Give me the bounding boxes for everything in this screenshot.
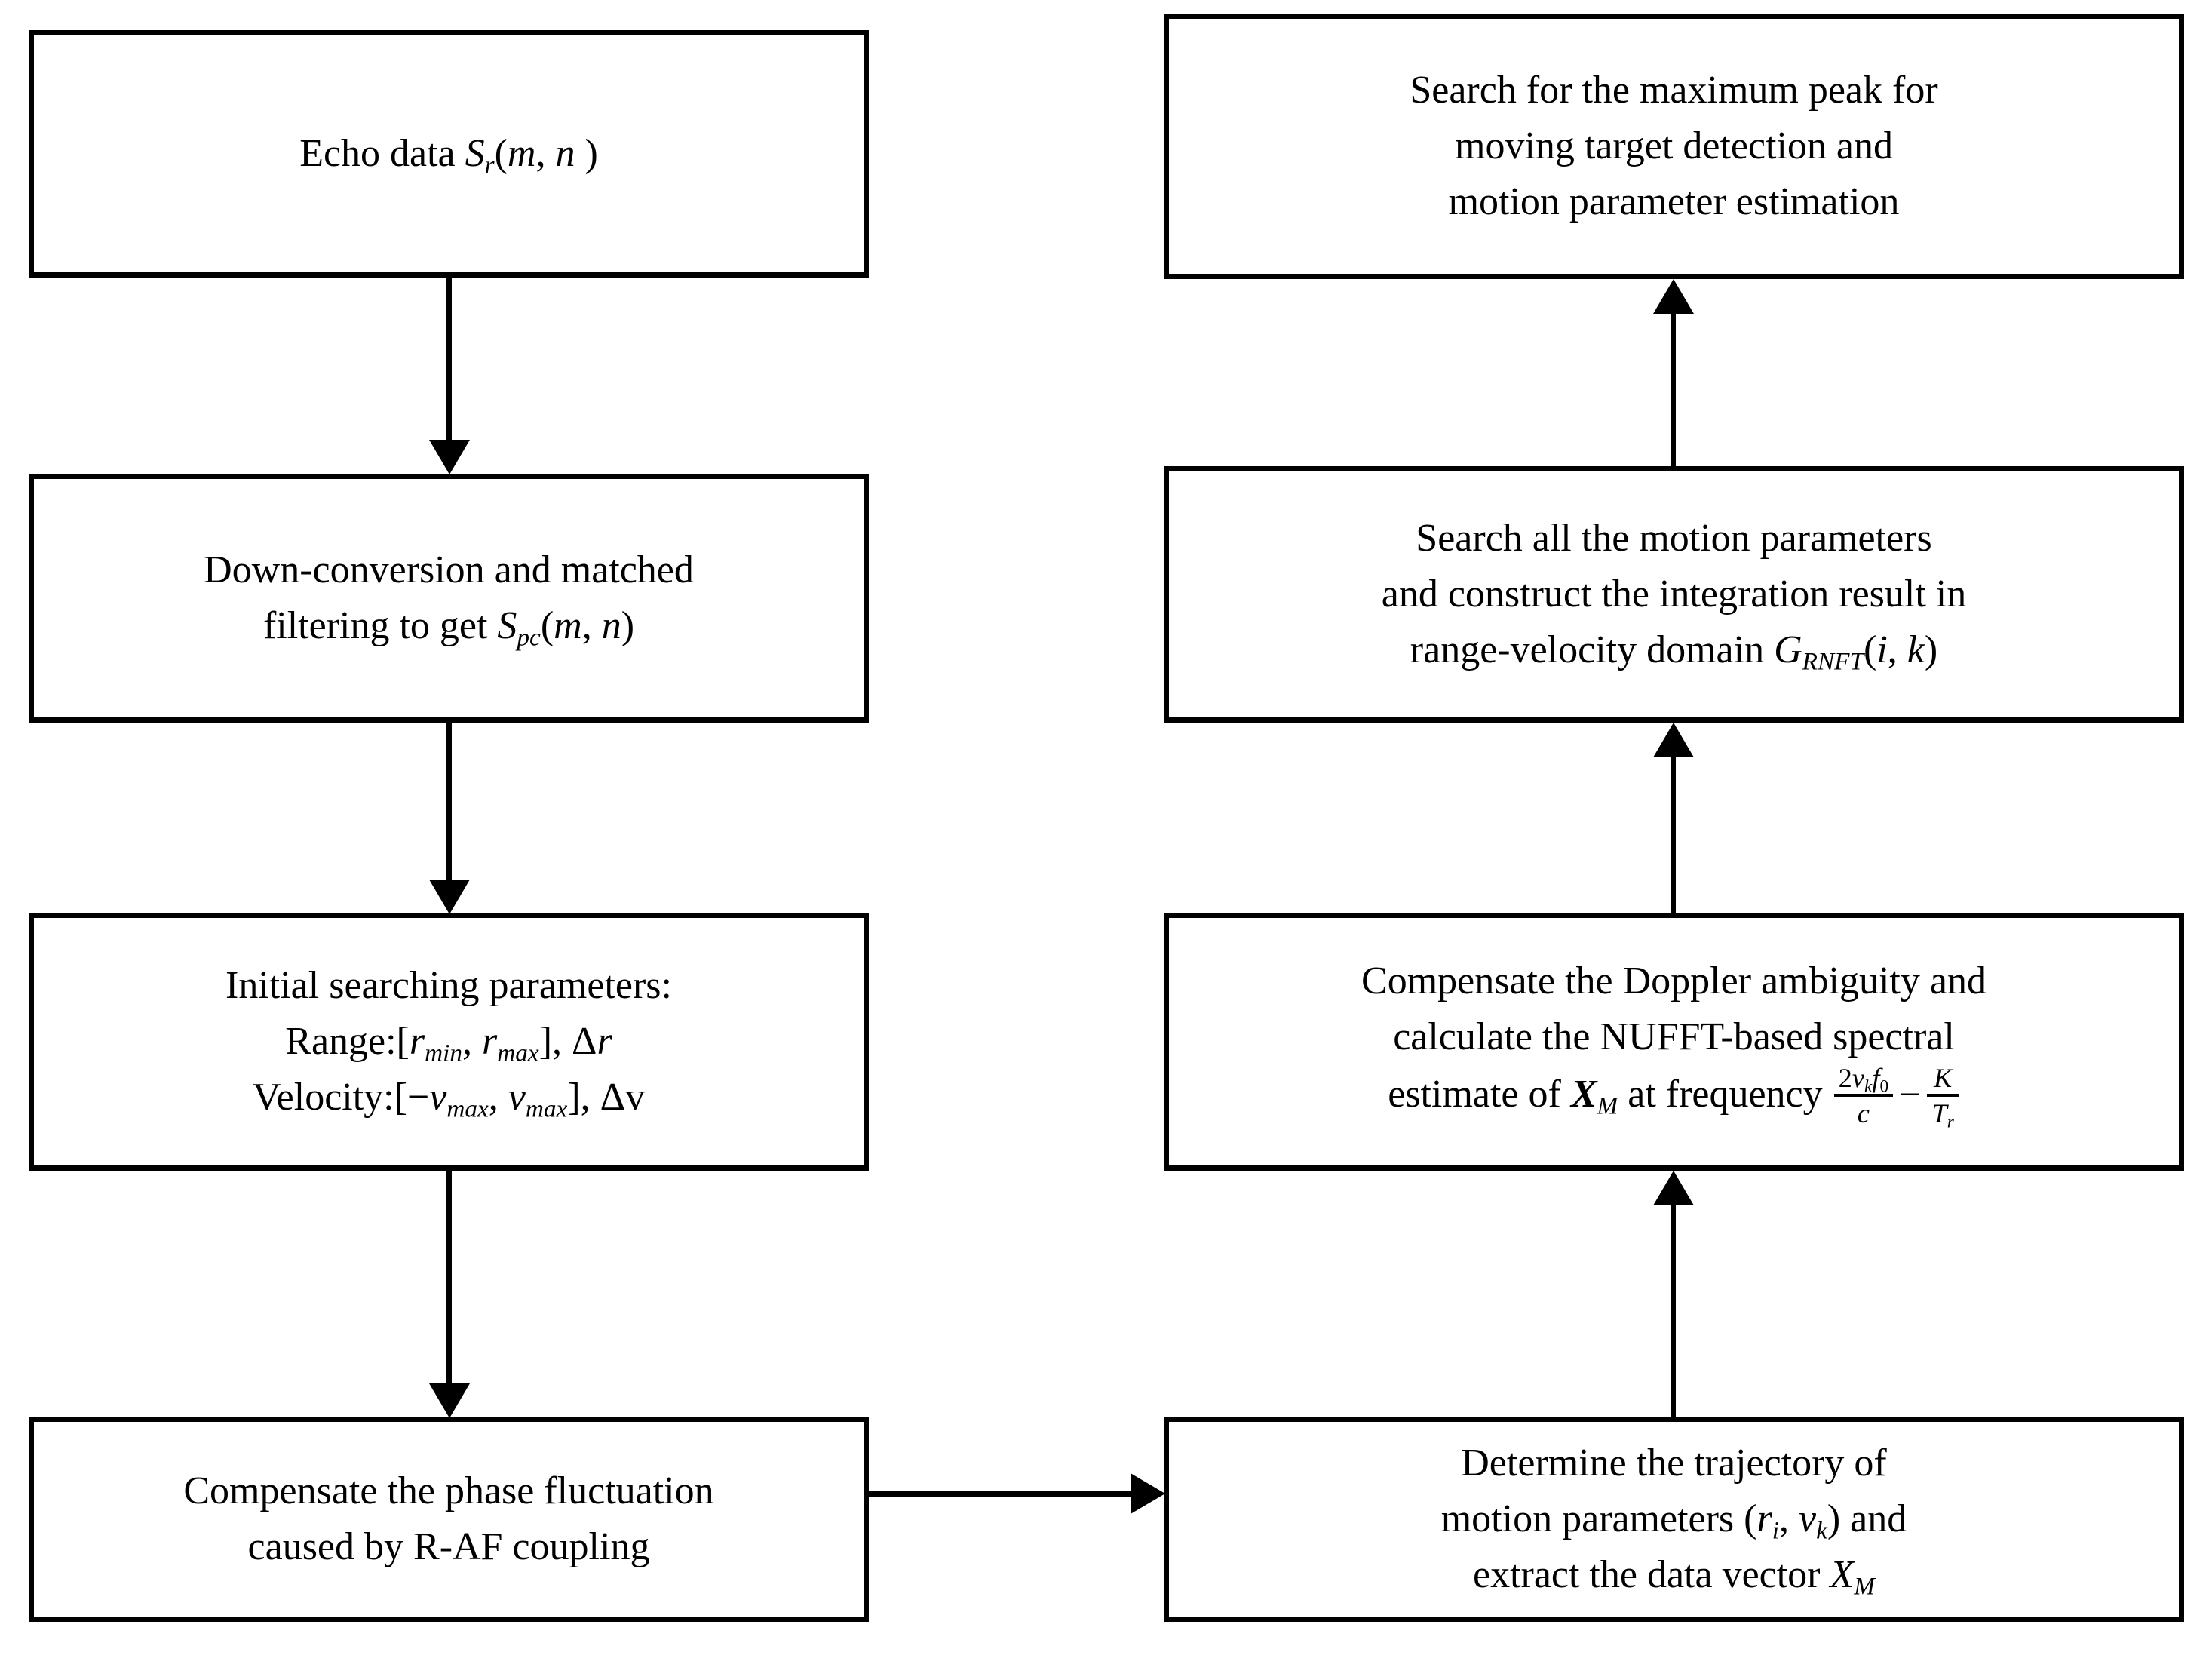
node-search-all-parameters-text: Search all the motion parameters and cons… — [1362, 511, 1986, 677]
text-line: Initial searching parameters: — [225, 964, 672, 1008]
node-compensate-doppler-text: Compensate the Doppler ambiguity and calc… — [1342, 953, 2006, 1131]
formula-minus-operator: − — [1899, 1073, 1922, 1116]
node-initial-parameters: Initial searching parameters: Range:[rmin… — [29, 913, 869, 1171]
text-line: moving target detection and — [1455, 124, 1893, 168]
text-line: Search for the maximum peak for — [1410, 69, 1938, 112]
text-line: motion parameters (ri, vk) and — [1440, 1497, 1907, 1545]
connector-phase-to-determine-line — [869, 1491, 1133, 1497]
node-down-conversion-text: Down-conversion and matched filtering to … — [184, 542, 713, 654]
connector-determine-to-doppler-line — [1671, 1205, 1676, 1418]
text-line: Velocity:[−vmax, vmax], Δv — [252, 1075, 646, 1123]
connector-echo-to-downconversion-arrow — [429, 440, 470, 474]
node-compensate-phase: Compensate the phase fluctuation caused b… — [29, 1417, 869, 1622]
text-line: and construct the integration result in — [1381, 573, 1967, 616]
text-line: extract the data vector XM — [1472, 1552, 1875, 1601]
connector-initial-to-compensate-phase-line — [446, 1171, 452, 1385]
text-line: Search all the motion parameters — [1416, 517, 1932, 560]
node-compensate-doppler: Compensate the Doppler ambiguity and calc… — [1164, 913, 2184, 1171]
node-down-conversion: Down-conversion and matched filtering to … — [29, 474, 869, 723]
node-initial-parameters-text: Initial searching parameters: Range:[rmin… — [206, 958, 692, 1125]
text-line: motion parameter estimation — [1448, 180, 1900, 223]
text-line: range-velocity domain GRNFT(i, k) — [1410, 628, 1938, 676]
node-search-all-parameters: Search all the motion parameters and cons… — [1164, 466, 2184, 723]
text-line: Compensate the Doppler ambiguity and — [1361, 960, 1987, 1003]
text-line: Compensate the phase fluctuation — [183, 1469, 714, 1513]
connector-searchall-to-peak-line — [1671, 314, 1676, 468]
text-line: Determine the trajectory of — [1461, 1442, 1887, 1485]
connector-downconversion-to-initial-arrow — [429, 880, 470, 914]
text-line: Echo data Sr(m, n ) — [299, 132, 598, 180]
connector-searchall-to-peak-arrow — [1653, 279, 1694, 314]
connector-echo-to-downconversion-line — [446, 278, 452, 441]
connector-determine-to-doppler-arrow — [1653, 1171, 1694, 1205]
text-line: calculate the NUFFT-based spectral — [1393, 1015, 1955, 1058]
node-search-max-peak-text: Search for the maximum peak for moving ta… — [1390, 63, 1957, 229]
connector-downconversion-to-initial-line — [446, 723, 452, 881]
node-determine-trajectory: Determine the trajectory of motion parame… — [1164, 1417, 2184, 1622]
node-search-max-peak: Search for the maximum peak for moving ta… — [1164, 14, 2184, 279]
connector-initial-to-compensate-phase-arrow — [429, 1383, 470, 1418]
text-line: caused by R-AF coupling — [247, 1525, 650, 1568]
connector-doppler-to-searchall-line — [1671, 757, 1676, 914]
connector-doppler-to-searchall-arrow — [1653, 723, 1694, 757]
text-line: filtering to get Spc(m, n) — [262, 604, 635, 652]
connector-phase-to-determine-arrow — [1131, 1473, 1165, 1514]
text-line: Range:[rmin, rmax], Δr — [285, 1020, 612, 1067]
node-echo-data: Echo data Sr(m, n ) — [29, 30, 869, 278]
node-determine-trajectory-text: Determine the trajectory of motion parame… — [1422, 1435, 1927, 1602]
text-line: Down-conversion and matched — [204, 548, 694, 592]
node-echo-data-text: Echo data Sr(m, n ) — [280, 126, 618, 182]
node-compensate-phase-text: Compensate the phase fluctuation caused b… — [164, 1463, 733, 1575]
